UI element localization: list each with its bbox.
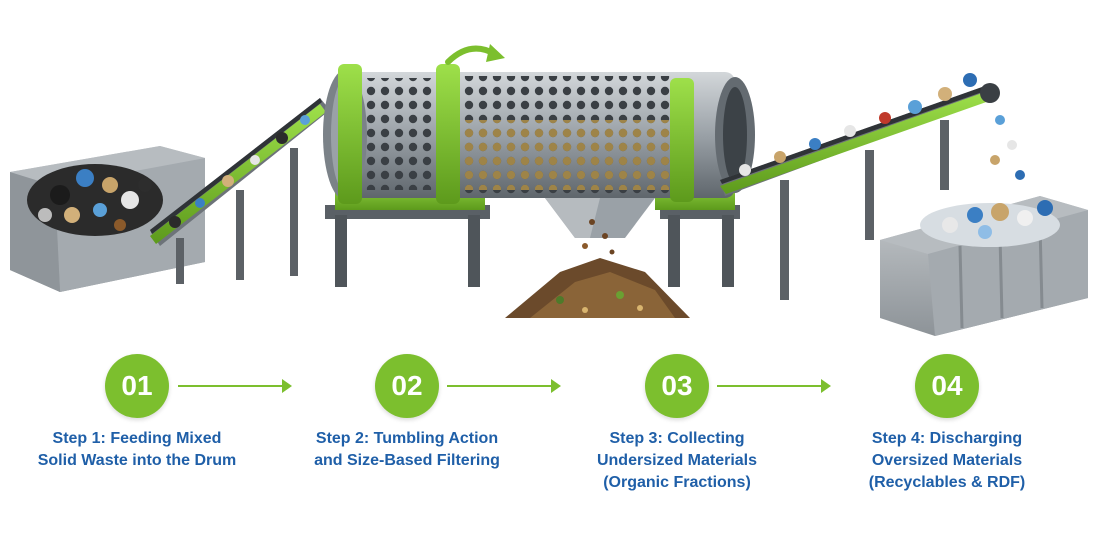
step-description: Solid Waste into the Drum — [37, 452, 237, 469]
recyclables-pile — [920, 200, 1060, 247]
discharge-conveyor — [720, 73, 1025, 300]
step-title: Step 1: Feeding Mixed — [52, 430, 222, 447]
step-label: Step 1: Feeding Mixed Solid Waste into t… — [12, 428, 262, 472]
step-connector-arrow — [447, 379, 561, 393]
feed-conveyor — [150, 98, 330, 284]
step-number-badge: 01 — [105, 354, 169, 418]
rotation-arrow-icon — [445, 44, 505, 65]
trommel-drum — [323, 44, 755, 204]
falling-recyclables — [990, 115, 1025, 180]
recyclables-on-conveyor — [739, 73, 977, 176]
step-description: and Size-Based Filtering — [314, 452, 500, 469]
process-steps: 01 02 03 04 Step 1: Feeding Mixed Solid … — [0, 350, 1100, 550]
mixed-waste-pile — [27, 164, 163, 236]
conveyor-waste — [169, 115, 310, 228]
step-description: Undersized Materials — [596, 452, 758, 469]
feed-bin — [10, 146, 205, 292]
trommel-screen-illustration — [10, 44, 1088, 336]
step-title: Step 3: Collecting — [609, 430, 745, 447]
step-label: Step 4: Discharging Oversized Materials … — [822, 428, 1072, 494]
step-description-extra: (Organic Fractions) — [603, 474, 751, 491]
step-connector-arrow — [178, 379, 292, 393]
step-number-badge: 03 — [645, 354, 709, 418]
step-connector-arrow — [717, 379, 831, 393]
step-description: Oversized Materials — [871, 452, 1023, 469]
step-title: Step 2: Tumbling Action — [315, 430, 499, 447]
organic-fraction-pile — [505, 219, 690, 318]
step-label: Step 3: Collecting Undersized Materials … — [552, 428, 802, 494]
step-label: Step 2: Tumbling Action and Size-Based F… — [282, 428, 532, 472]
oversize-output-bin — [880, 196, 1088, 336]
step-description-extra: (Recyclables & RDF) — [868, 474, 1026, 491]
step-title: Step 4: Discharging — [871, 430, 1023, 447]
step-number-badge: 04 — [915, 354, 979, 418]
step-number-badge: 02 — [375, 354, 439, 418]
undersize-hopper — [545, 198, 655, 238]
